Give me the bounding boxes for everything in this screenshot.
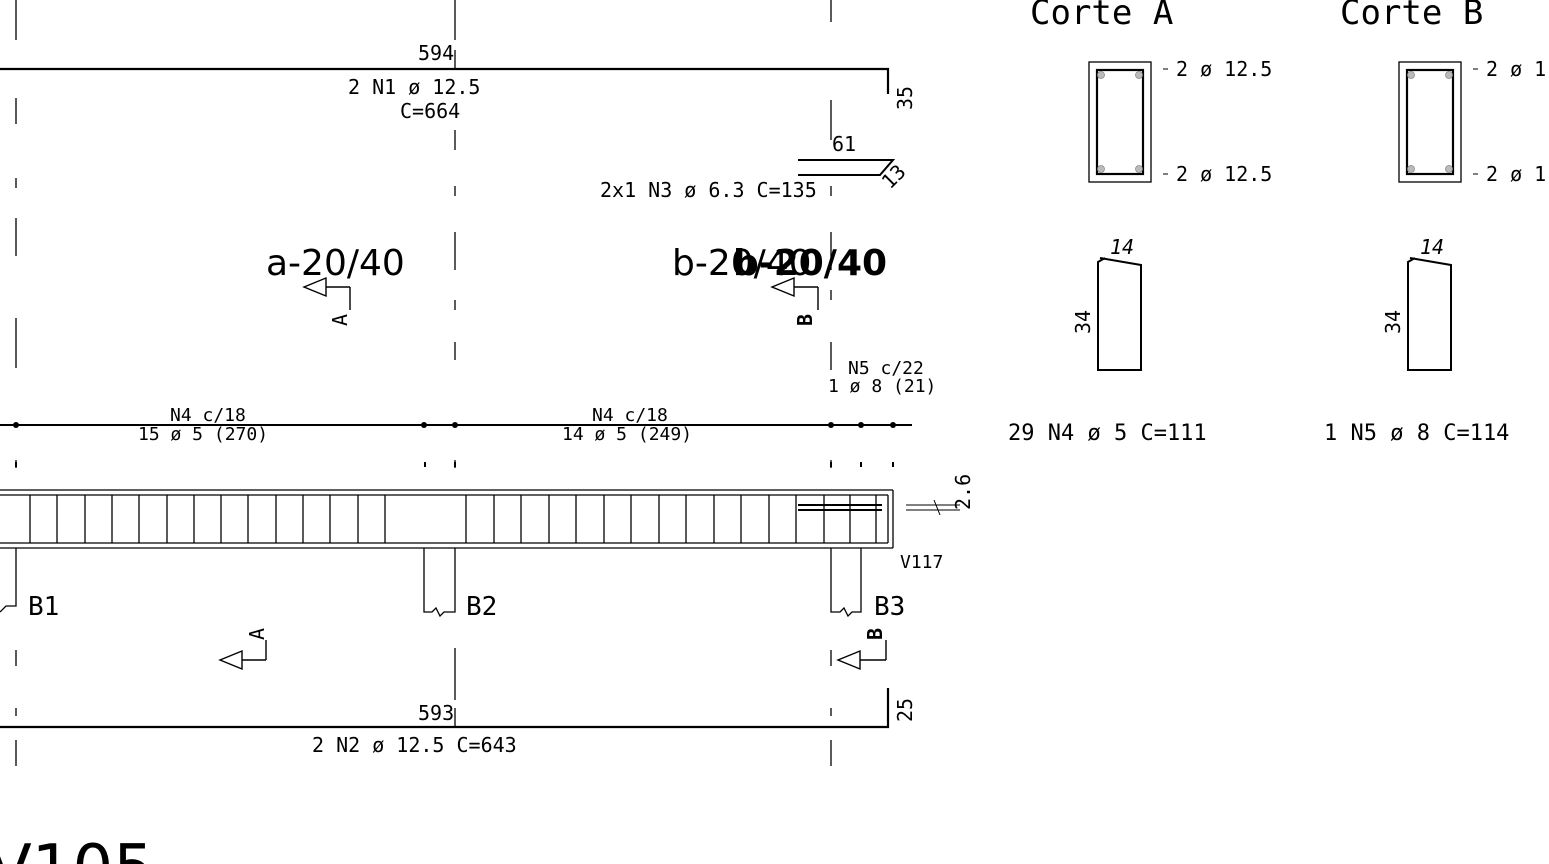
cut-label-a-upper: A bbox=[328, 314, 352, 326]
extra-bar-length: 61 bbox=[832, 132, 856, 156]
top-bar-hook: 35 bbox=[893, 86, 917, 110]
top-bar-length: 594 bbox=[418, 41, 454, 65]
stirrup-group-3-spacing: N5 c/22 bbox=[848, 358, 924, 379]
stirrup-group-3-count: 1 ø 8 (21) bbox=[828, 376, 936, 397]
support-b2: B2 bbox=[466, 592, 497, 622]
cut-label-b-upper: B bbox=[793, 314, 817, 326]
section-a-bottom-bars: 2 ø 12.5 bbox=[1176, 162, 1272, 186]
reference-lines bbox=[15, 0, 832, 766]
stirrup-distribution: N4 c/18 15 ø 5 (270) N4 c/18 14 ø 5 (249… bbox=[0, 358, 936, 445]
stirrup-n4-height: 34 bbox=[1071, 310, 1095, 334]
span-label-b-overlap: b-20/40 bbox=[733, 243, 887, 284]
bottom-bar-hook: 25 bbox=[893, 698, 917, 722]
bottom-bar-label: 2 N2 ø 12.5 C=643 bbox=[312, 733, 517, 757]
section-b-bottom-bars: 2 ø 1 bbox=[1486, 162, 1546, 186]
supports bbox=[0, 548, 862, 618]
top-bar-n1: 594 2 N1 ø 12.5 C=664 35 bbox=[0, 41, 917, 123]
beam-title: V105 bbox=[0, 832, 154, 864]
support-b1: B1 bbox=[28, 592, 59, 622]
cut-marker-a-lower: A bbox=[218, 628, 269, 671]
extra-bar-hook: 13 bbox=[877, 160, 911, 194]
stirrup-group-2-spacing: N4 c/18 bbox=[592, 405, 668, 426]
cover-value: 2.6 bbox=[951, 474, 975, 510]
stirrup-n4-caption: 29 N4 ø 5 C=111 bbox=[1008, 421, 1207, 446]
support-b3: B3 bbox=[874, 592, 905, 622]
stirrup-n5-height: 34 bbox=[1381, 310, 1405, 334]
cut-marker-b-upper: B bbox=[770, 276, 819, 326]
stirrup-n4-width: 14 bbox=[1110, 235, 1134, 259]
stirrup-shape-n5: 14 34 1 N5 ø 8 C=114 bbox=[1324, 235, 1509, 446]
bottom-bar-length: 593 bbox=[418, 701, 454, 725]
bottom-bar-n2: 593 2 N2 ø 12.5 C=643 25 bbox=[0, 688, 917, 757]
extra-bar-n3: 61 13 2x1 N3 ø 6.3 C=135 bbox=[600, 132, 911, 202]
section-a-top-bars: 2 ø 12.5 bbox=[1176, 57, 1272, 81]
cut-label-b-lower: B bbox=[863, 628, 887, 640]
stirrup-shape-n4: 14 34 29 N4 ø 5 C=111 bbox=[1008, 235, 1207, 446]
top-bar-label: 2 N1 ø 12.5 bbox=[348, 75, 480, 99]
section-b-top-bars: 2 ø 1 bbox=[1486, 57, 1546, 81]
stirrup-n5-caption: 1 N5 ø 8 C=114 bbox=[1324, 421, 1509, 446]
tick-dots bbox=[15, 462, 894, 467]
stirrup-ticks bbox=[29, 495, 877, 543]
stirrup-n5-width: 14 bbox=[1420, 235, 1444, 259]
stirrup-group-1-spacing: N4 c/18 bbox=[170, 405, 246, 426]
section-a: Corte A 2 ø 12.5 2 ø 12.5 bbox=[1030, 0, 1272, 186]
stirrup-group-1-count: 15 ø 5 (270) bbox=[138, 424, 268, 445]
top-bar-cut-length: C=664 bbox=[400, 99, 460, 123]
adjacent-beam-ref: V117 bbox=[900, 552, 943, 573]
cut-marker-a-upper: A bbox=[302, 276, 352, 326]
span-label-b: b-20/40 bbox=[672, 243, 812, 284]
cut-marker-b-lower: B bbox=[836, 628, 887, 671]
section-a-title: Corte A bbox=[1030, 0, 1173, 33]
span-label-a: a-20/40 bbox=[266, 243, 405, 284]
extra-bar-label: 2x1 N3 ø 6.3 C=135 bbox=[600, 178, 817, 202]
section-b: Corte B 2 ø 1 2 ø 1 bbox=[1340, 0, 1546, 186]
cut-label-a-lower: A bbox=[245, 628, 269, 640]
stirrup-group-2-count: 14 ø 5 (249) bbox=[562, 424, 692, 445]
beam-elevation bbox=[0, 489, 894, 549]
cover-dimension: 2.6 bbox=[906, 474, 975, 516]
section-b-title: Corte B bbox=[1340, 0, 1483, 33]
